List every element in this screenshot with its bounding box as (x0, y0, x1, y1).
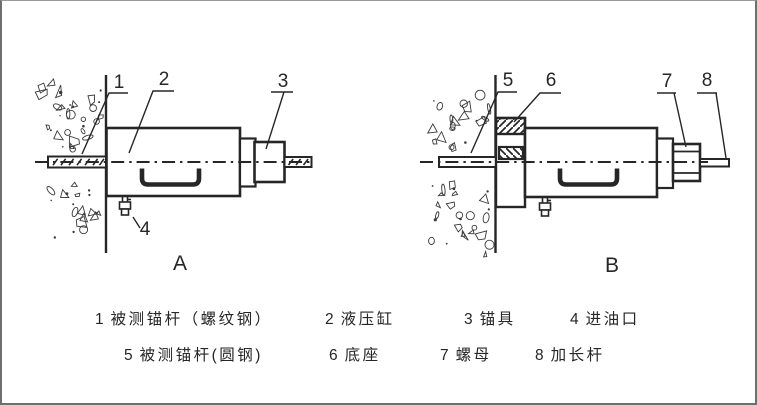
part-label-2: 2 (158, 69, 170, 90)
oil-inlet-valve (118, 196, 132, 216)
legend-item-2: 2 液压缸 (325, 311, 395, 330)
part-label-4: 4 (139, 219, 151, 240)
diagram-a (34, 75, 313, 253)
concrete-texture (426, 89, 495, 258)
legend-num: 7 (440, 347, 449, 364)
legend-num: 6 (329, 347, 338, 364)
legend-num: 2 (325, 311, 334, 328)
legend-label: 被测锚杆(圆钢) (139, 347, 263, 364)
legend-item-8: 8 加长杆 (535, 347, 605, 366)
legend-label: 进油口 (585, 311, 640, 328)
leader-lines-b (470, 91, 727, 159)
part-label-3: 3 (277, 71, 289, 92)
part-label-5: 5 (502, 70, 514, 91)
legend-num: 8 (535, 347, 544, 364)
legend-item-3: 3 锚具 (464, 311, 516, 330)
legend-label: 锚具 (479, 311, 516, 328)
legend-num: 3 (464, 311, 473, 328)
base-plate (494, 116, 527, 209)
legend-item-1: 1 被测锚杆（螺纹钢） (95, 311, 273, 330)
legend-label: 加长杆 (550, 347, 605, 364)
piston-step (655, 137, 675, 190)
part-label-8: 8 (701, 70, 713, 91)
legend-label: 底座 (344, 347, 381, 364)
part-label-6: 6 (545, 70, 557, 91)
legend-label: 螺母 (455, 347, 492, 364)
part-label-7: 7 (661, 71, 673, 92)
legend-item-4: 4 进油口 (570, 311, 640, 330)
legend-item-6: 6 底座 (329, 347, 381, 366)
carry-handle (557, 168, 620, 187)
diagram-a-letter: A (172, 252, 188, 275)
leader-lines-a (81, 90, 293, 229)
legend-label: 液压缸 (340, 311, 395, 328)
diagram-b-letter: B (604, 254, 620, 277)
part-label-1: 1 (113, 72, 125, 93)
legend-item-5: 5 被测锚杆(圆钢) (124, 347, 263, 366)
oil-inlet-valve (538, 197, 552, 217)
concrete-texture (34, 77, 104, 239)
carry-handle (139, 168, 202, 187)
legend-item-7: 7 螺母 (440, 347, 492, 366)
legend-num: 4 (570, 311, 579, 328)
legend-num: 1 (95, 311, 104, 328)
diagram-b (420, 75, 730, 258)
legend-num: 5 (124, 347, 133, 364)
legend-label: 被测锚杆（螺纹钢） (110, 311, 273, 328)
